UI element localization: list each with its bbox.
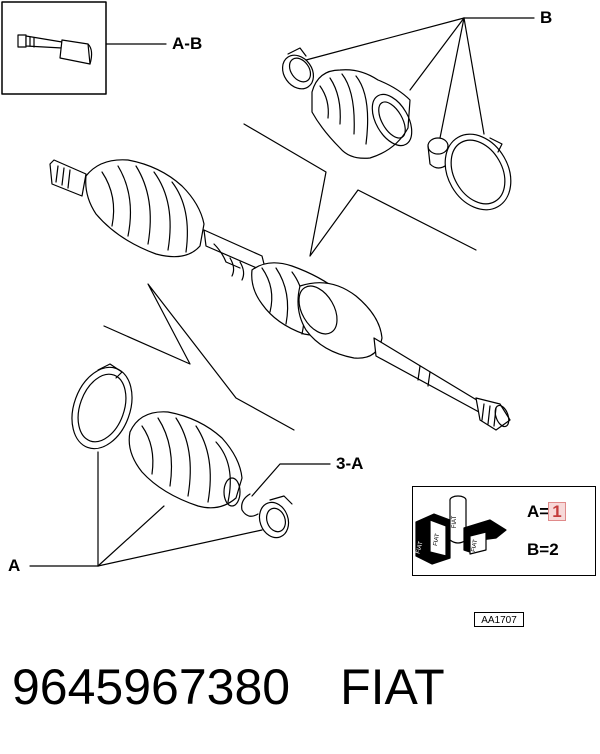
small-clamp-bottom [258,495,293,539]
quantity-legend [412,486,596,576]
legend-box-logo-text: FIAT [471,539,479,553]
callout-label-a-b: A-B [172,34,203,53]
callout-label-3-a: 3-A [336,454,364,473]
legend-box-logo-text: FIAT [416,541,425,555]
large-clamp-bottom [71,363,133,450]
legend-a-value: 1 [548,502,566,521]
legend-box-logo-text: FIAT [452,515,458,528]
boot-bottom [128,411,243,509]
legend-box-logo-text: FIAT [433,533,441,547]
upper-parts-group [281,17,535,211]
lower-parts-group [29,363,331,567]
legend-a-label: A= [527,502,550,521]
snap-ring [241,493,259,517]
legend-a-quantity: A=1 [527,502,566,521]
footer: 9645967380 FIAT [12,662,445,712]
small-clamp-top [281,47,315,90]
boot-top [311,69,413,159]
callout-label-b: B [540,8,553,27]
brand-name: FIAT [340,659,445,715]
callout-label-a: A [8,556,21,575]
legend-b-quantity: B=2 [527,540,559,559]
grease-tube-icon [17,34,93,65]
part-number: 9645967380 [12,659,291,715]
drive-shaft-assembly [49,159,511,431]
grease-tube-inset [1,1,167,95]
legend-illustration [415,495,507,565]
break-line-lower [103,283,295,431]
break-line-upper [243,123,477,257]
diagram-reference-code: AA1707 [474,612,524,627]
large-clamp-top [444,133,512,211]
